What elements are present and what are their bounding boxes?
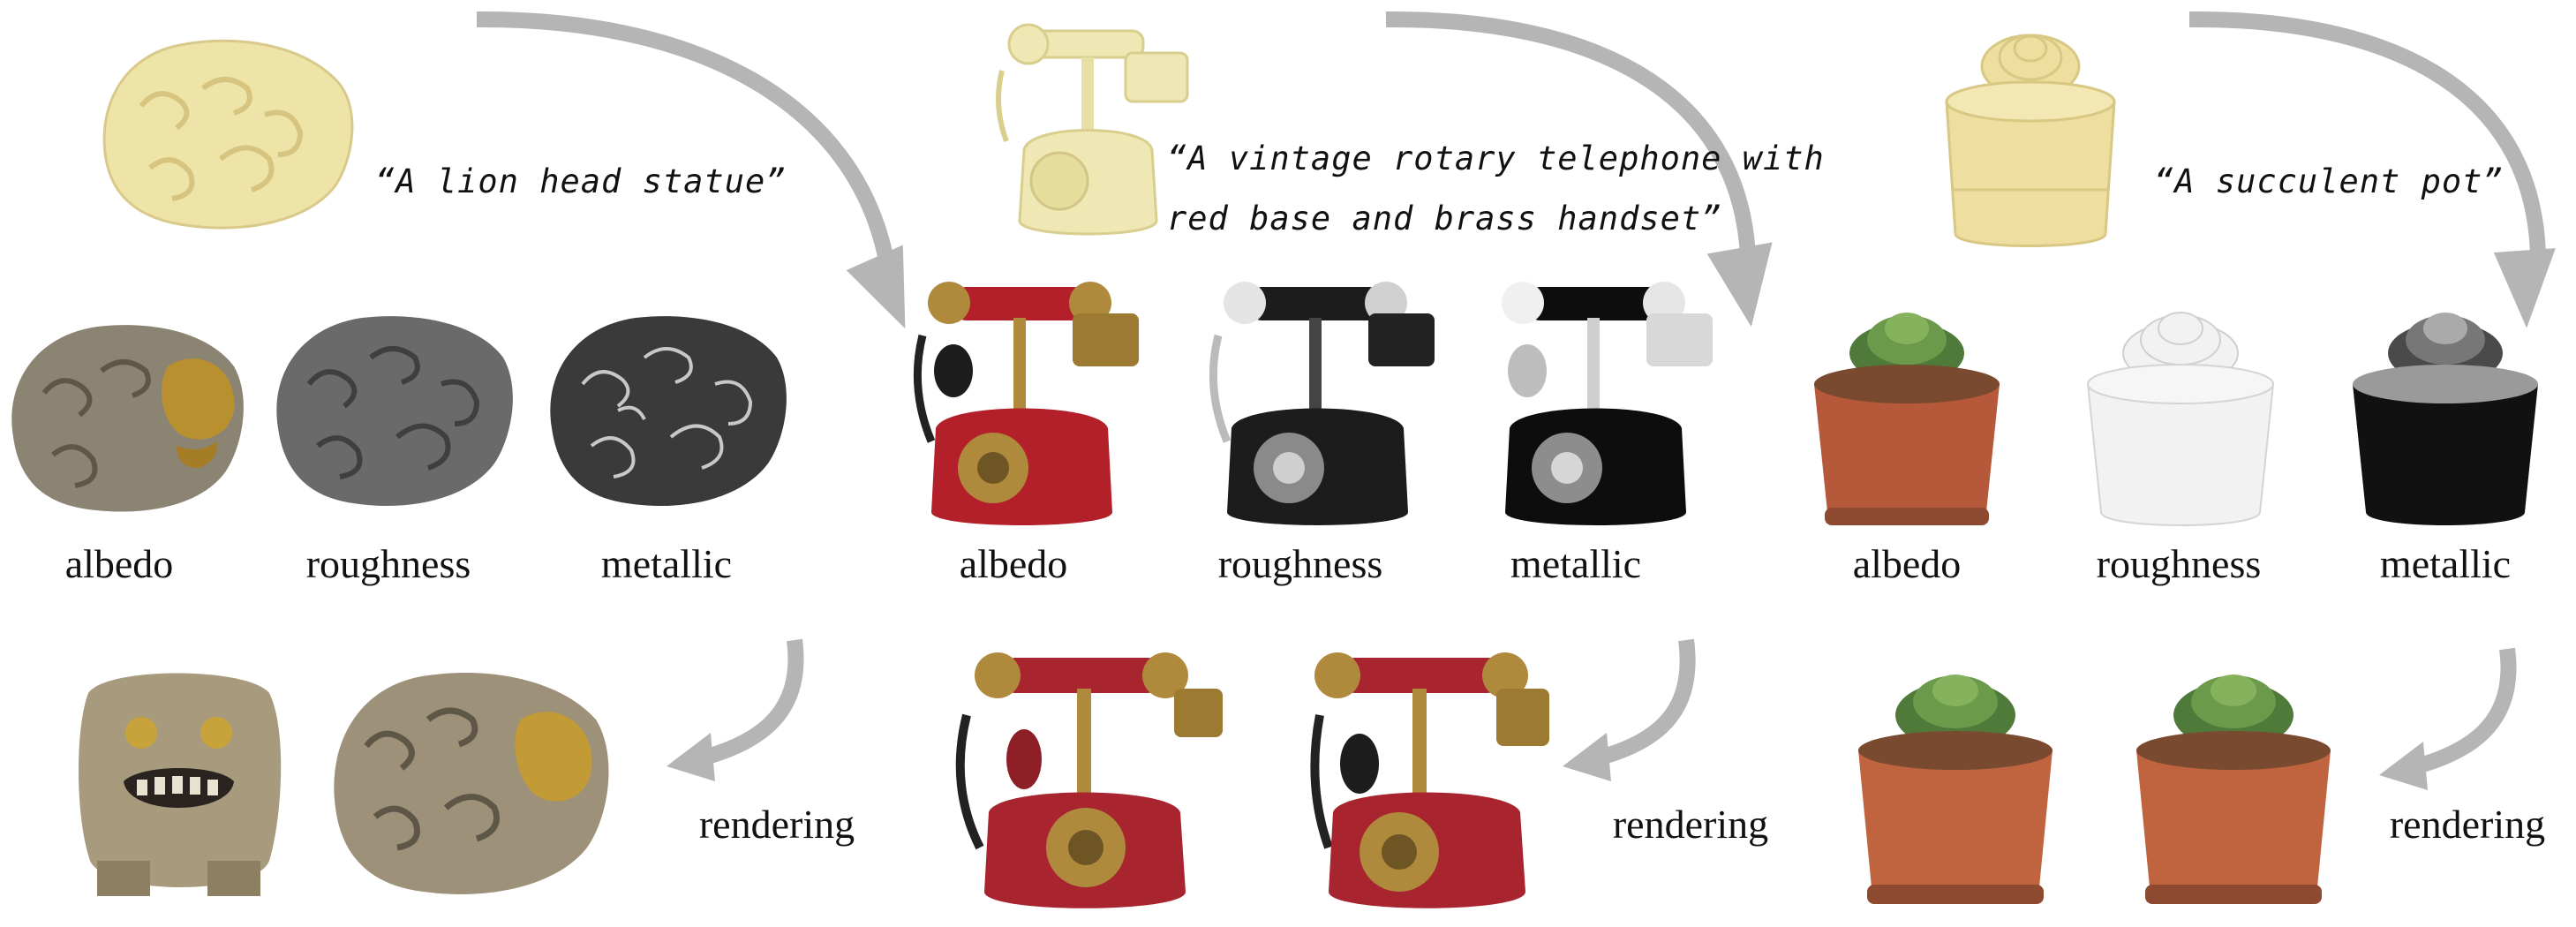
telephone-prompt-arrow <box>1385 11 1773 328</box>
telephone-base-mesh <box>996 23 1189 236</box>
succulent-prompt: “A succulent pot” <box>2154 162 2504 200</box>
lion-rendering-arrow <box>667 638 804 781</box>
succulent-prompt-arrow <box>2188 11 2556 328</box>
lion-metallic-label: metallic <box>600 541 733 586</box>
telephone-rendering-front <box>955 652 1223 908</box>
lion-base-mesh <box>102 39 354 230</box>
lion-metallic-map <box>550 316 787 506</box>
telephone-metallic-map <box>1502 282 1713 525</box>
telephone-rendering-side <box>1310 652 1549 908</box>
lion-rendering-side <box>334 673 609 894</box>
succulent-rendering-front <box>1858 675 2053 904</box>
succulent-rendering-label: rendering <box>2389 802 2546 847</box>
telephone-rendering-label: rendering <box>1612 802 1769 847</box>
telephone-rendering-arrow <box>1563 638 1696 781</box>
succulent-roughness-label: roughness <box>2096 541 2262 586</box>
lion-roughness-map <box>276 316 513 506</box>
lion-albedo-label: albedo <box>64 541 174 586</box>
telephone-albedo-map <box>913 282 1139 525</box>
lion-prompt-arrow <box>476 11 906 329</box>
lion-prompt: “A lion head statue” <box>375 162 787 200</box>
succulent-metallic-map <box>2353 313 2538 525</box>
telephone-prompt-line-2: red base and brass handset” <box>1167 200 1722 237</box>
telephone-roughness-map <box>1209 282 1435 525</box>
succulent-albedo-map <box>1814 313 2000 525</box>
lion-roughness-label: roughness <box>305 541 471 586</box>
succulent-rendering-side <box>2136 675 2331 904</box>
lion-rendering-label: rendering <box>698 802 855 847</box>
telephone-metallic-label: metallic <box>1510 541 1642 586</box>
succulent-rendering-arrow <box>2379 647 2517 790</box>
telephone-roughness-label: roughness <box>1217 541 1383 586</box>
succulent-albedo-label: albedo <box>1852 541 1962 586</box>
telephone-albedo-label: albedo <box>959 541 1068 586</box>
succulent-base-mesh <box>1945 34 2116 247</box>
succulent-roughness-map <box>2086 312 2275 526</box>
lion-rendering-front <box>78 673 282 896</box>
lion-albedo-map <box>11 325 244 512</box>
telephone-prompt-line-1: “A vintage rotary telephone with <box>1167 139 1825 177</box>
succulent-metallic-label: metallic <box>2379 541 2512 586</box>
